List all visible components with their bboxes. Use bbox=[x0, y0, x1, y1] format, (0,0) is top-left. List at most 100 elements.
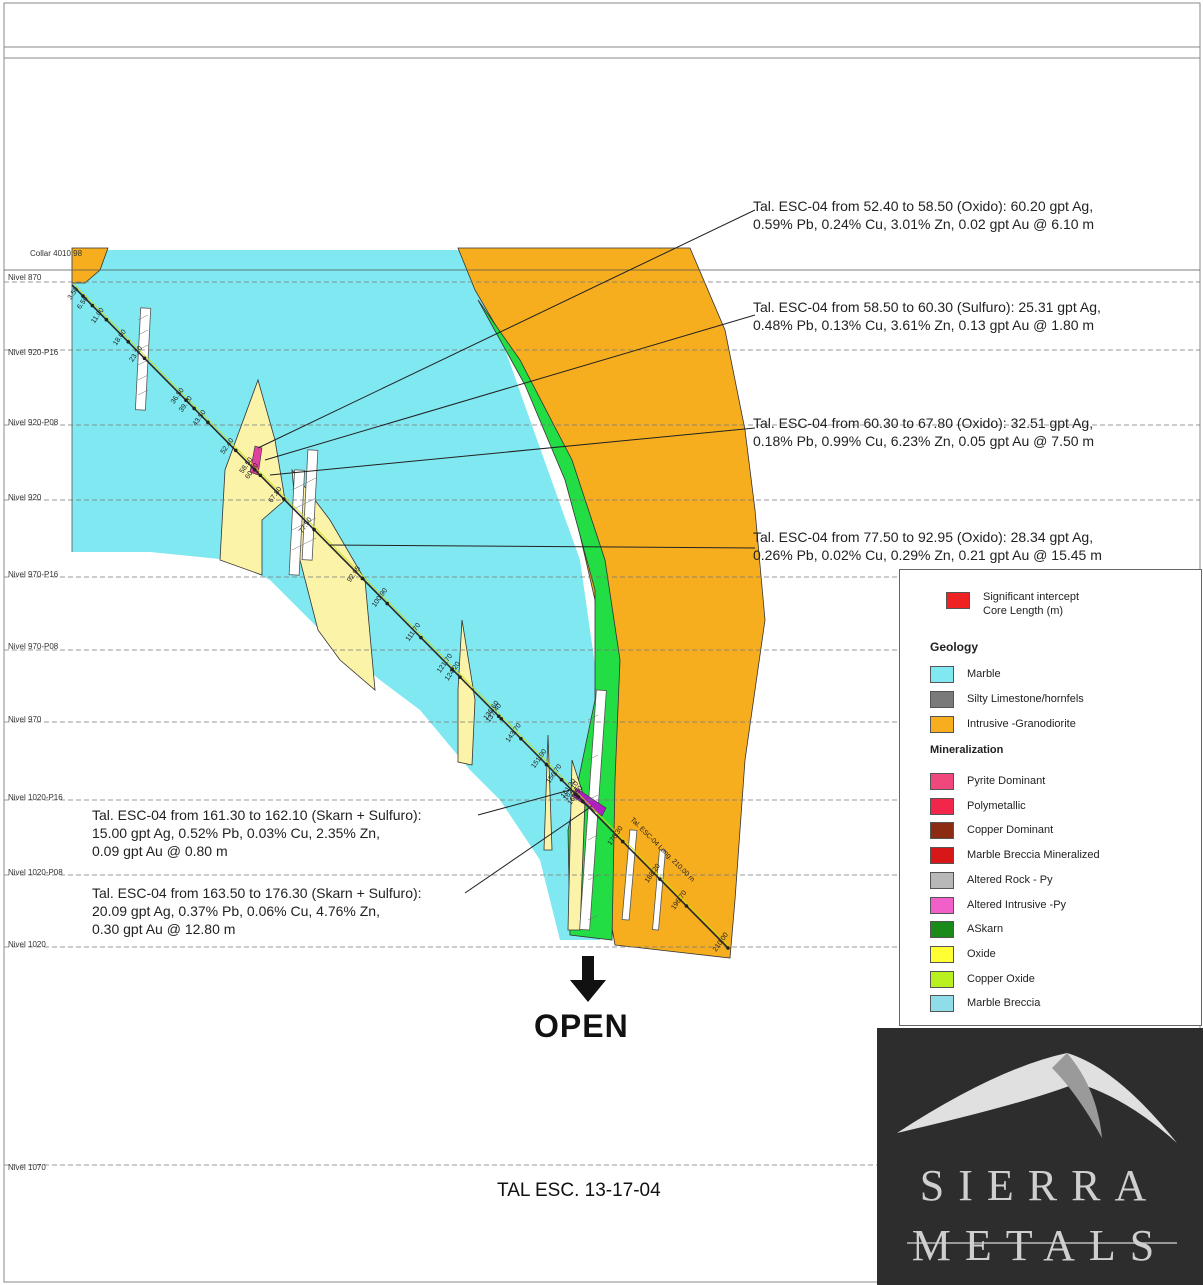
mineralization-swatch bbox=[930, 945, 954, 963]
callout-leaders bbox=[257, 209, 756, 894]
callout-line: 20.09 gpt Ag, 0.37% Pb, 0.06% Cu, 4.76% … bbox=[92, 903, 380, 919]
callout-line: 0.18% Pb, 0.99% Cu, 6.23% Zn, 0.05 gpt A… bbox=[753, 433, 1095, 449]
mineralization-swatch bbox=[930, 797, 954, 815]
callout-4: Tal. ESC-04 from 77.50 to 92.95 (Oxido):… bbox=[753, 528, 1102, 564]
mineralization-swatch bbox=[930, 995, 954, 1013]
callout-1: Tal. ESC-04 from 52.40 to 58.50 (Oxido):… bbox=[753, 197, 1094, 233]
mineralization-label: Oxide bbox=[967, 947, 996, 960]
logo-word-sierra: SIERRA bbox=[919, 1161, 1161, 1210]
geology-heading: Geology bbox=[930, 640, 979, 654]
callout-5: Tal. ESC-04 from 161.30 to 162.10 (Skarn… bbox=[92, 806, 422, 860]
mineralization-swatch bbox=[930, 822, 954, 840]
depth-tick bbox=[620, 839, 625, 844]
depth-tick bbox=[142, 356, 147, 361]
open-label: OPEN bbox=[534, 1008, 629, 1044]
depth-tick bbox=[385, 601, 389, 606]
callout-line: Tal. ESC-04 from 77.50 to 92.95 (Oxido):… bbox=[753, 529, 1094, 545]
mineralization-label: ASkarn bbox=[967, 923, 1004, 936]
level-label: Nivel 920-P16 bbox=[8, 348, 59, 357]
depth-tick bbox=[576, 794, 581, 799]
level-labels: Nivel 870 Nivel 920-P16 Nivel 920-P08 Ni… bbox=[8, 249, 83, 1172]
level-label: Nivel 870 bbox=[8, 273, 42, 282]
depth-tick bbox=[258, 473, 263, 478]
depth-tick bbox=[206, 420, 210, 425]
callout-line: 0.26% Pb, 0.02% Cu, 0.29% Zn, 0.21 gpt A… bbox=[753, 547, 1102, 563]
legend: Significant intercept Core Length (m) Ge… bbox=[899, 569, 1202, 1026]
depth-tick bbox=[281, 497, 286, 501]
callout-line: Tal. ESC-04 from 161.30 to 162.10 (Skarn… bbox=[92, 807, 422, 823]
mineralization-label: Altered Intrusive -Py bbox=[967, 898, 1067, 911]
depth-tick bbox=[192, 406, 196, 411]
mineralization-swatch bbox=[930, 896, 954, 914]
mineralization-swatch bbox=[930, 847, 954, 865]
callout-line: 15.00 gpt Ag, 0.52% Pb, 0.03% Cu, 2.35% … bbox=[92, 825, 380, 841]
collar-label: Collar 4010.98 bbox=[30, 249, 83, 258]
dike-5 bbox=[567, 759, 586, 931]
depth-tick bbox=[574, 792, 578, 797]
geology-label: Marble bbox=[967, 668, 1001, 680]
hatch-lines bbox=[137, 314, 599, 921]
callout-line: Tal. ESC-04 from 58.50 to 60.30 (Sulfuro… bbox=[753, 299, 1101, 315]
mineralization-label: Copper Dominant bbox=[967, 824, 1054, 837]
level-label: Nivel 970 bbox=[8, 715, 42, 724]
depth-tick bbox=[360, 576, 365, 581]
callout-line: 0.30 gpt Au @ 12.80 m bbox=[92, 921, 236, 937]
mineralization-label: Marble Breccia Mineralized bbox=[967, 849, 1100, 862]
depth-tick bbox=[450, 667, 454, 672]
intercept-swatch bbox=[946, 592, 970, 609]
sierra-metals-logo: SIERRA METALS bbox=[877, 1028, 1203, 1285]
depth-tick bbox=[419, 635, 423, 640]
mineralization-swatch bbox=[930, 871, 954, 889]
level-label: Nivel 1020-P16 bbox=[8, 793, 63, 802]
depth-tick bbox=[684, 904, 689, 908]
mineralization-swatch bbox=[930, 970, 954, 988]
mineralization-label: Marble Breccia bbox=[967, 997, 1041, 1010]
dike-4 bbox=[543, 734, 553, 851]
level-label: Nivel 1070 bbox=[8, 1163, 46, 1172]
depth-tick bbox=[90, 303, 95, 308]
logo-mark bbox=[897, 1053, 1177, 1244]
depth-tick bbox=[544, 762, 549, 767]
depth-tick bbox=[580, 799, 585, 803]
level-label: Nivel 1020-P08 bbox=[8, 868, 63, 877]
depth-tick bbox=[104, 317, 109, 322]
intercept-sulfide-2 bbox=[571, 787, 607, 817]
mineralization-label: Copper Oxide bbox=[967, 972, 1035, 985]
geology-swatch bbox=[930, 666, 954, 683]
callout-6: Tal. ESC-04 from 163.50 to 176.30 (Skarn… bbox=[92, 884, 422, 938]
depth-tick bbox=[658, 877, 662, 881]
callout-3: Tal. ESC-04 from 60.30 to 67.80 (Oxido):… bbox=[753, 414, 1094, 450]
skarn-unit bbox=[477, 299, 621, 941]
callout-2: Tal. ESC-04 from 58.50 to 60.30 (Sulfuro… bbox=[753, 298, 1101, 334]
mineralization-swatch bbox=[930, 773, 954, 790]
depth-tick bbox=[233, 448, 238, 453]
geology-label: Intrusive -Granodiorite bbox=[967, 718, 1076, 730]
depth-tick bbox=[312, 527, 316, 532]
depth-tick bbox=[499, 716, 504, 721]
depth-tick bbox=[519, 736, 523, 741]
drill-hole-highlight bbox=[73, 283, 731, 948]
depth-tick bbox=[81, 294, 85, 298]
callout-line: Tal. ESC-04 from 163.50 to 176.30 (Skarn… bbox=[92, 885, 422, 901]
depth-tick bbox=[496, 714, 501, 719]
open-arrow bbox=[570, 956, 606, 1002]
level-label: Nivel 920-P08 bbox=[8, 418, 59, 427]
callout-line: 0.09 gpt Au @ 0.80 m bbox=[92, 843, 228, 859]
logo-word-metals: METALS bbox=[911, 1221, 1169, 1270]
geology-swatch bbox=[930, 691, 954, 708]
depth-tick bbox=[252, 467, 257, 472]
dike-1 bbox=[219, 378, 286, 576]
callout-line: 0.59% Pb, 0.24% Cu, 3.01% Zn, 0.02 gpt A… bbox=[753, 216, 1095, 232]
depth-tick bbox=[184, 398, 188, 403]
level-label: Nivel 970-P08 bbox=[8, 642, 59, 651]
callout-line: Tal. ESC-04 from 52.40 to 58.50 (Oxido):… bbox=[753, 198, 1094, 214]
mineralization-label: Altered Rock - Py bbox=[967, 873, 1053, 886]
mineralization-swatch bbox=[930, 921, 954, 939]
section-title: TAL ESC. 13-17-04 bbox=[497, 1180, 661, 1201]
callout-line: Tal. ESC-04 from 60.30 to 67.80 (Oxido):… bbox=[753, 415, 1094, 431]
depth-tick bbox=[559, 777, 564, 782]
depth-tick bbox=[726, 946, 730, 950]
geology-label: Silty Limestone/hornfels bbox=[967, 693, 1084, 705]
